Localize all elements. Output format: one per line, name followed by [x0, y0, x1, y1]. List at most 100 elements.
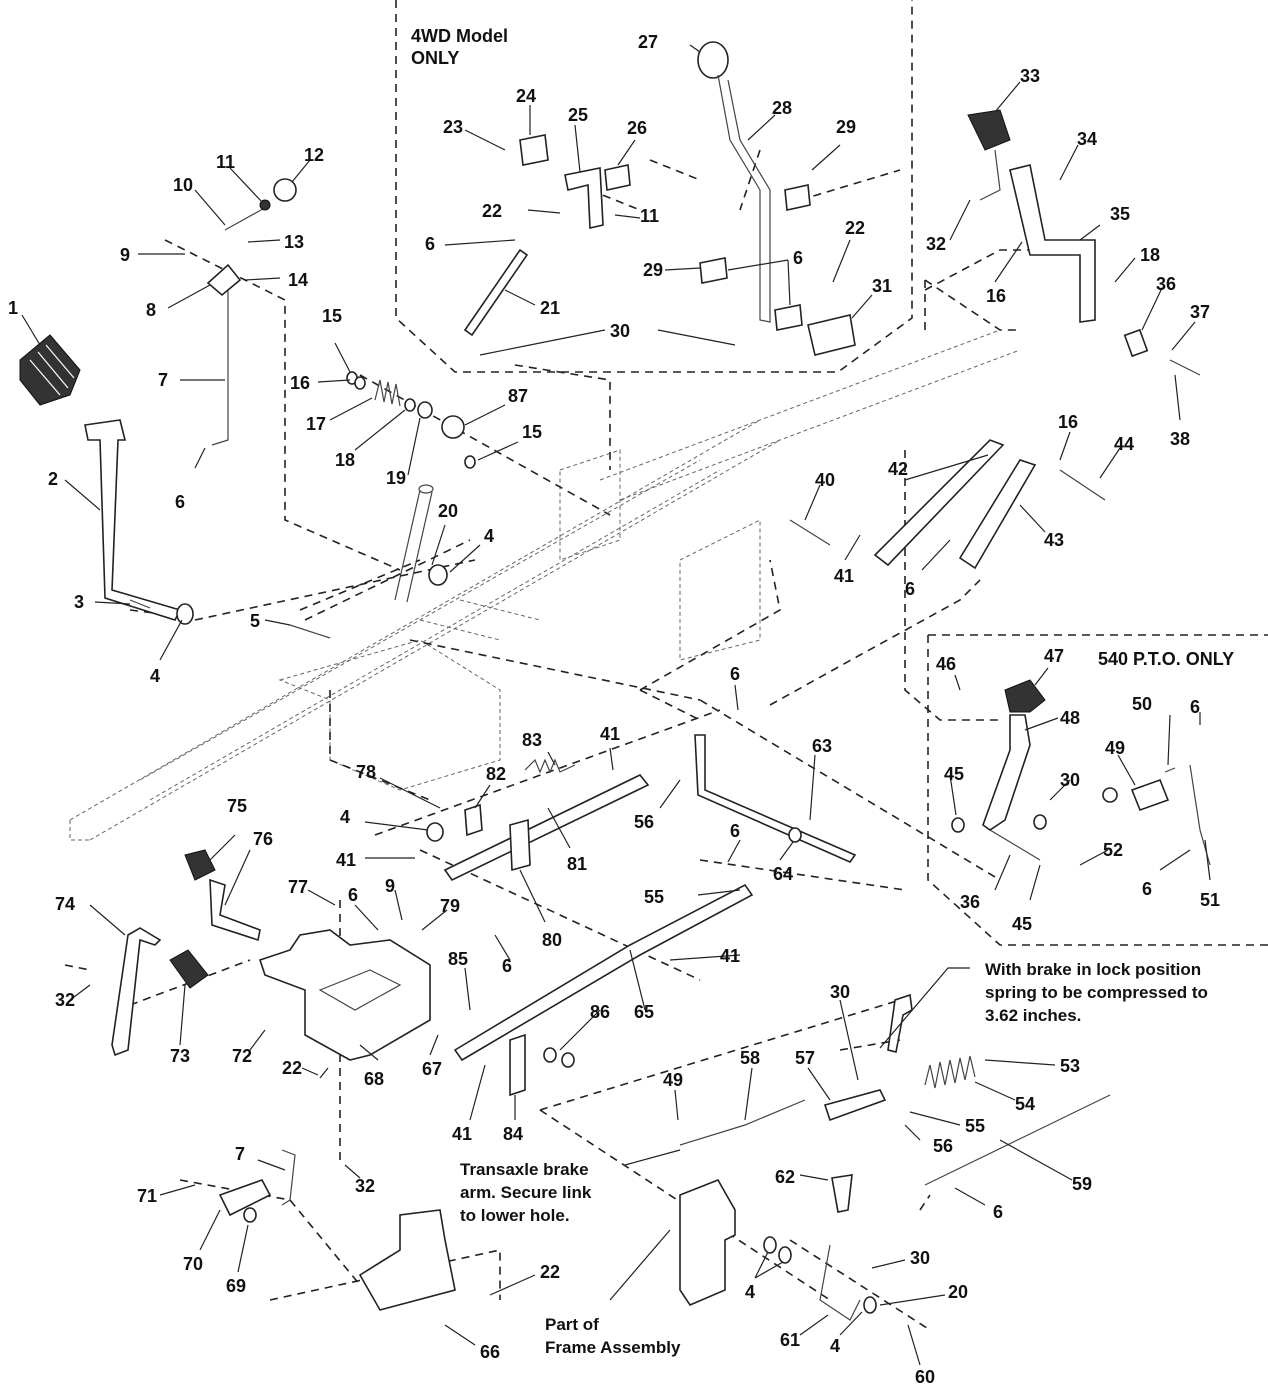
callout: 7	[158, 370, 168, 390]
callout: 40	[815, 470, 835, 490]
part-65-81-bars	[443, 774, 754, 1062]
part-42-43-links	[873, 439, 1106, 570]
callout: 16	[290, 373, 310, 393]
callout: 6	[502, 956, 512, 976]
callout: 80	[542, 930, 562, 950]
callout: 54	[1015, 1094, 1035, 1114]
callout: 29	[836, 117, 856, 137]
callout: 42	[888, 459, 908, 479]
callout: 9	[385, 876, 395, 896]
callout: 79	[440, 896, 460, 916]
part-63-shaft	[694, 734, 857, 863]
callout: 10	[173, 175, 193, 195]
frame-note-line1: Part of	[545, 1315, 599, 1334]
callout: 25	[568, 105, 588, 125]
callout: 52	[1103, 840, 1123, 860]
callout: 3	[74, 592, 84, 612]
callout: 12	[304, 145, 324, 165]
callout: 6	[993, 1202, 1003, 1222]
part-4-bushing	[176, 564, 448, 842]
washers	[346, 371, 476, 469]
callout: 30	[1060, 770, 1080, 790]
frame-note-line2: Frame Assembly	[545, 1338, 681, 1357]
callout: 86	[590, 1002, 610, 1022]
callout: 6	[348, 885, 358, 905]
leader-lines	[21, 44, 1211, 1366]
callout: 23	[443, 117, 463, 137]
pto-region	[927, 634, 1268, 946]
assembly-lines	[64, 149, 1040, 1331]
spring-note-line3: 3.62 inches.	[985, 1006, 1081, 1025]
callout: 6	[175, 492, 185, 512]
callout: 6	[1142, 879, 1152, 899]
callout: 24	[516, 86, 536, 106]
callout: 6	[730, 821, 740, 841]
main-frame	[69, 329, 1021, 841]
brake-note-line3: to lower hole.	[460, 1206, 570, 1225]
callout: 36	[1156, 274, 1176, 294]
part-75-76-lever	[184, 849, 261, 942]
callout: 22	[540, 1262, 560, 1282]
spring-note-line2: spring to be compressed to	[985, 983, 1208, 1002]
callout: 72	[232, 1046, 252, 1066]
callout: 71	[137, 1186, 157, 1206]
callout: 32	[355, 1176, 375, 1196]
part-8-bracket	[206, 263, 242, 297]
callout: 18	[1140, 245, 1160, 265]
callout: 34	[1077, 129, 1097, 149]
callout: 82	[486, 764, 506, 784]
callout: 4	[830, 1336, 840, 1356]
callout: 55	[965, 1116, 985, 1136]
spring-note-line1: With brake in lock position	[985, 960, 1201, 979]
callout: 17	[306, 414, 326, 434]
callout: 51	[1200, 890, 1220, 910]
callout: 53	[1060, 1056, 1080, 1076]
callout: 14	[288, 270, 308, 290]
callout: 33	[1020, 66, 1040, 86]
callout: 1	[8, 298, 18, 318]
callout: 45	[944, 764, 964, 784]
callout: 44	[1114, 434, 1134, 454]
part-74-lever	[111, 927, 162, 1057]
callout: 27	[638, 32, 658, 52]
callout: 2	[48, 469, 58, 489]
callout: 8	[146, 300, 156, 320]
callout: 50	[1132, 694, 1152, 714]
callout: 11	[216, 152, 235, 172]
callout: 21	[540, 298, 560, 318]
callout: 87	[508, 386, 528, 406]
part-3-pin	[129, 599, 151, 609]
part-33-35-lever	[967, 109, 1096, 323]
part-47-48-pto-lever	[951, 679, 1047, 861]
callout: 84	[503, 1124, 523, 1144]
callout: 6	[793, 248, 803, 268]
callout: 4	[150, 666, 160, 686]
callout: 78	[356, 762, 376, 782]
part-12-knob	[259, 178, 297, 211]
callout: 41	[336, 850, 356, 870]
part-69-70-bracket	[218, 1149, 296, 1223]
callout: 30	[910, 1248, 930, 1268]
callout: 20	[948, 1282, 968, 1302]
callout-numbers: 1 2 3 4 4 5 6 7 8 9 10 11 12 13 14 15 16…	[8, 32, 1220, 1387]
callout: 6	[730, 664, 740, 684]
frame-note: Part of Frame Assembly	[545, 1315, 681, 1357]
callout: 22	[282, 1058, 302, 1078]
callout: 29	[643, 260, 663, 280]
callout: 57	[795, 1048, 815, 1068]
callout: 26	[627, 118, 647, 138]
part-17-spring	[374, 379, 401, 407]
part-1-pedal-pad	[19, 334, 81, 406]
callout: 32	[926, 234, 946, 254]
callout: 59	[1072, 1174, 1092, 1194]
callout: 16	[986, 286, 1006, 306]
fourwd-box-title: 4WD Model ONLY	[411, 26, 508, 68]
callout: 76	[253, 829, 273, 849]
callout: 28	[772, 98, 792, 118]
part-82-plate	[464, 803, 483, 837]
part-21-link	[463, 248, 529, 337]
callout: 67	[422, 1059, 442, 1079]
part-61-62-park-lever	[763, 1174, 877, 1321]
callout: 49	[1105, 738, 1125, 758]
